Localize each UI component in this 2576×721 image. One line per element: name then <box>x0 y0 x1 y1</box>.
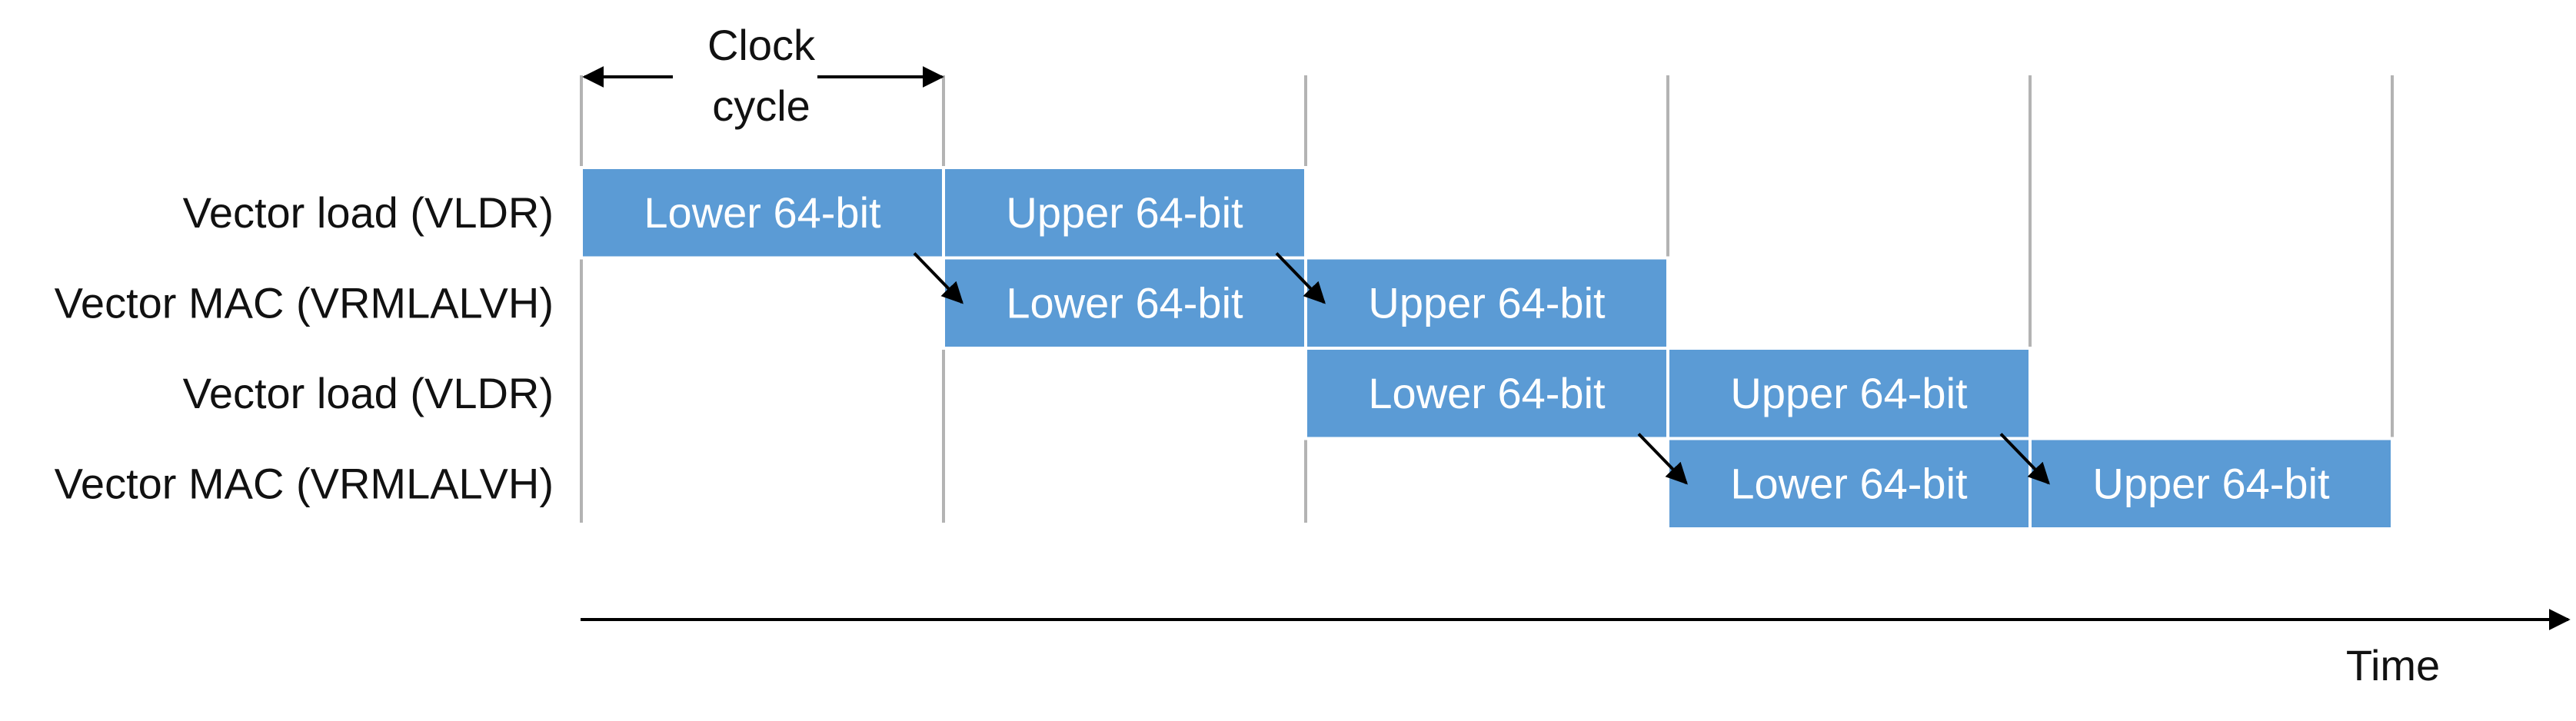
pipeline-block <box>580 166 945 260</box>
row-label: Vector MAC (VRMLALVH) <box>55 459 554 507</box>
pipeline-block <box>942 166 1307 260</box>
clock-cycle-label-line1: Clock <box>707 21 816 69</box>
dependency-arrow <box>1275 252 1326 304</box>
pipeline-block <box>1666 437 2032 530</box>
dependency-arrow <box>913 252 964 304</box>
pipeline-block-label: Upper 64-bit <box>1730 369 1968 417</box>
pipeline-block-label: Lower 64-bit <box>1730 459 1968 507</box>
pipeline-block <box>1304 347 1669 440</box>
pipeline-block <box>2029 437 2394 530</box>
pipeline-block-label: Lower 64-bit <box>644 188 881 237</box>
pipeline-block <box>1304 256 1669 350</box>
time-axis-label: Time <box>2346 641 2440 689</box>
pipeline-block <box>1666 347 2032 440</box>
pipeline-block-label: Upper 64-bit <box>1006 188 1243 237</box>
pipeline-block-label: Lower 64-bit <box>1368 369 1606 417</box>
time-axis: Time <box>581 609 2571 689</box>
dependency-arrows <box>913 252 2050 485</box>
dependency-arrow <box>1999 433 2050 485</box>
clock-cycle-label-line2: cycle <box>712 81 810 130</box>
row-label: Vector load (VLDR) <box>183 188 554 237</box>
dependency-arrow <box>1637 433 1688 485</box>
row-labels: Vector load (VLDR) Vector MAC (VRMLALVH) V… <box>55 188 554 508</box>
pipeline-block-label: Upper 64-bit <box>1368 278 1606 327</box>
pipeline-block-label: Upper 64-bit <box>2092 459 2330 507</box>
pipeline-block-label: Lower 64-bit <box>1006 278 1243 327</box>
row-label: Vector MAC (VRMLALVH) <box>55 278 554 327</box>
clock-cycle-annotation: Clock cycle <box>582 21 944 130</box>
row-label: Vector load (VLDR) <box>183 369 554 417</box>
